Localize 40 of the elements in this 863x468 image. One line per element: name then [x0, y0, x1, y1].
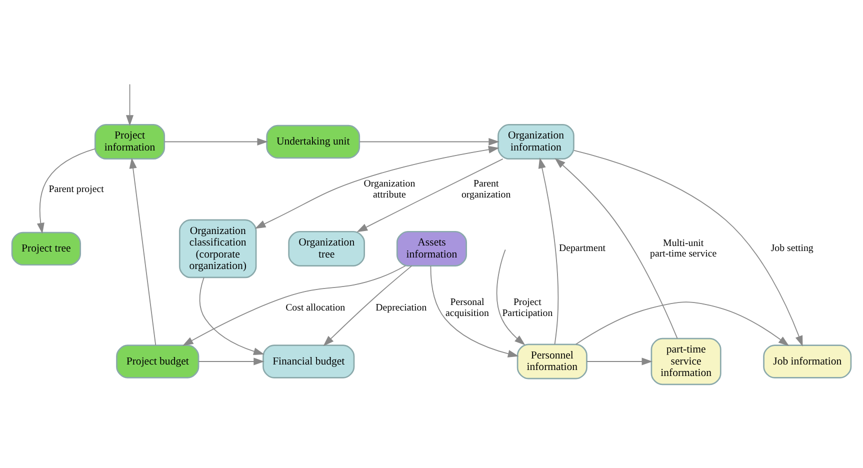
arrow [199, 277, 264, 356]
edge-label: Cost allocation [286, 302, 346, 314]
edge-label: Parent organization [462, 178, 511, 200]
arrow [164, 138, 268, 146]
edge-label: Personal acquisition [446, 297, 489, 319]
arrow [36, 148, 96, 234]
arrow [129, 158, 156, 346]
edge-label: Department [558, 243, 606, 254]
edge-label: Depreciation [376, 302, 427, 314]
edge-label: Job setting [770, 243, 814, 254]
node-box: Project tree [11, 232, 81, 266]
arrow [538, 158, 559, 345]
arrow [182, 265, 406, 346]
node-box: Project budget [116, 344, 200, 378]
node-box: Project information [94, 124, 166, 160]
arrow [574, 150, 803, 347]
node-box: Undertaking unit [266, 124, 360, 159]
arrow [575, 302, 790, 346]
arrow [126, 84, 134, 126]
edge-label: Parent project [48, 184, 104, 195]
arrow [323, 265, 412, 346]
node-box: Personnel information [516, 344, 588, 380]
node-box: Organization classification (corporate organization) [178, 219, 257, 278]
node-box: Job information [763, 344, 852, 378]
edge-label: Project Participation [502, 297, 553, 319]
node-box: Organization information [498, 124, 574, 160]
arrow [356, 158, 504, 232]
arrow [198, 358, 264, 366]
arrow [359, 138, 500, 146]
node-box: Assets information [396, 230, 467, 266]
edge-label: Multi-unit part-time service [650, 238, 717, 260]
arrow [496, 249, 526, 346]
arrow [430, 266, 519, 358]
arrow [554, 158, 678, 339]
edge-label: Organization attribute [364, 178, 416, 200]
arrow [586, 358, 653, 366]
node-box: Financial budget [262, 344, 355, 378]
node-box: part-time service information [650, 338, 722, 386]
node-box: Organization tree [288, 230, 365, 266]
arrow [254, 146, 500, 229]
